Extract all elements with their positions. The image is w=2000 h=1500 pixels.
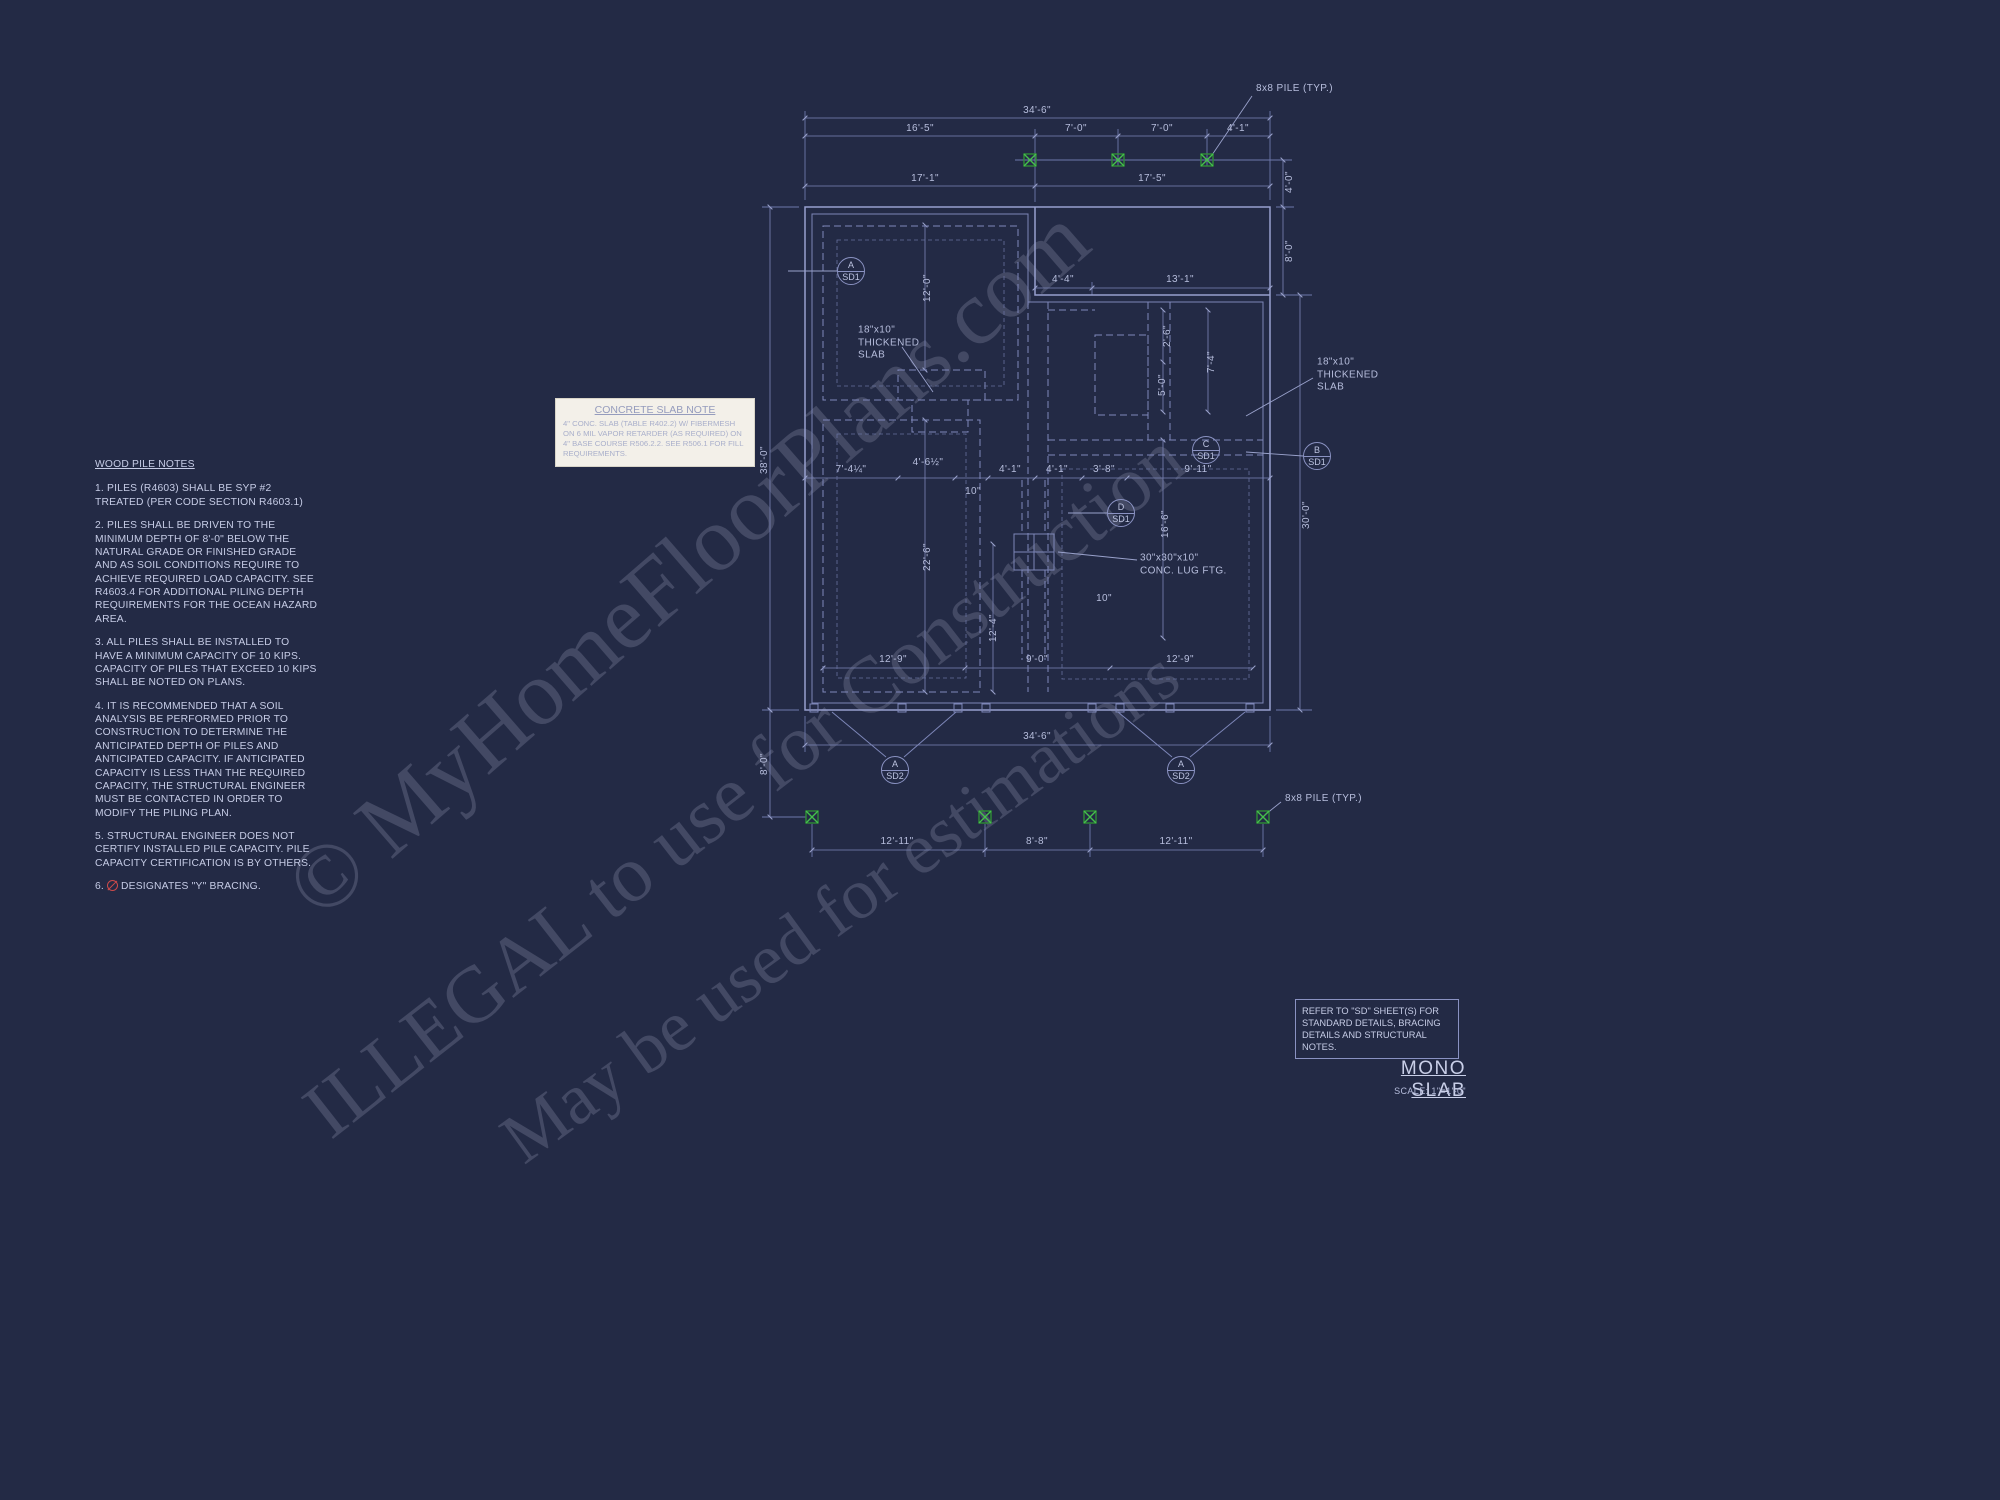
refer-note-box: REFER TO "SD" SHEET(S) FOR STANDARD DETA… [1295, 999, 1459, 1060]
dim-label: 4'-6½" [912, 456, 944, 468]
dim-label: 4'-1" [1046, 463, 1068, 475]
watermark-estimations: May be used for estimations [486, 634, 1194, 1179]
pile-symbol-icon [1111, 153, 1125, 167]
dim-label: 12'-0" [921, 274, 933, 302]
dim-label: 9'-11" [1184, 463, 1212, 475]
section-marker-letter: A [838, 258, 864, 272]
dim-label: 8'-0" [1283, 240, 1295, 262]
dim-label: 12'-11" [1159, 835, 1193, 847]
watermark-illegal: ILLEGAL to use for Construction [287, 414, 1201, 1155]
pile-symbol-icon [1023, 153, 1037, 167]
dim-label: 38'-0" [758, 446, 770, 474]
dim-label: 4'-0" [1283, 171, 1295, 193]
concrete-slab-note-title: CONCRETE SLAB NOTE [594, 404, 716, 416]
callout-label: 18"x10" THICKENED SLAB [858, 324, 920, 361]
dim-label: 12'-4" [987, 614, 999, 642]
section-marker-sheet: SD1 [1112, 513, 1130, 524]
dim-label: 17'-5" [1138, 172, 1166, 184]
section-marker-sheet: SD1 [842, 271, 860, 282]
dim-label: 12'-9" [1166, 653, 1194, 665]
dim-label: 13'-1" [1166, 273, 1194, 285]
pile-symbol-icon [1256, 810, 1270, 824]
wood-pile-note-6: 6. DESIGNATES "Y" BRACING. [95, 880, 319, 893]
sheet-scale: SCALE: 1"=1'-0" [1394, 1086, 1466, 1096]
wood-pile-notes-title: WOOD PILE NOTES [95, 459, 195, 470]
dim-label: 10" [965, 485, 981, 497]
dim-label: 10" [1096, 592, 1112, 604]
concrete-slab-note-body: 4" CONC. SLAB (TABLE R402.2) W/ FIBERMES… [563, 419, 744, 459]
dim-label: 22'-6" [921, 543, 933, 571]
dim-label: 5'-0" [1156, 374, 1168, 396]
section-marker-letter: A [1168, 757, 1194, 771]
dim-label: 8'-8" [1026, 835, 1048, 847]
dim-label: 8'-0" [758, 753, 770, 775]
dim-label: 9'-0" [1026, 653, 1048, 665]
section-marker-sheet: SD2 [886, 770, 904, 781]
pile-symbol-icon [1200, 153, 1214, 167]
dim-label: 30'-0" [1300, 501, 1312, 529]
dim-label: 4'-1" [999, 463, 1021, 475]
dim-label: 2'-6" [1161, 325, 1173, 347]
dim-label: 7'-0" [1151, 122, 1173, 134]
section-marker-letter: D [1108, 500, 1134, 514]
concrete-slab-note: CONCRETE SLAB NOTE 4" CONC. SLAB (TABLE … [556, 399, 754, 466]
callout-label: 30"x30"x10" CONC. LUG FTG. [1140, 552, 1227, 577]
section-marker-sheet: SD1 [1197, 450, 1215, 461]
section-marker-sheet: SD2 [1172, 770, 1190, 781]
wood-pile-note-2: 2. PILES SHALL BE DRIVEN TO THE MINIMUM … [95, 520, 318, 625]
dim-label: 17'-1" [911, 172, 939, 184]
dim-label: 16'-5" [906, 122, 934, 134]
section-marker-letter: C [1193, 437, 1219, 451]
wood-pile-note-5: 5. STRUCTURAL ENGINEER DOES NOT CERTIFY … [95, 831, 312, 869]
section-marker-sheet: SD1 [1308, 456, 1326, 467]
wood-pile-note-4: 4. IT IS RECOMMENDED THAT A SOIL ANALYSI… [95, 700, 306, 819]
note-6-number: 6. [95, 881, 104, 893]
dim-label: 3'-8" [1093, 463, 1115, 475]
section-marker-letter: B [1304, 443, 1330, 457]
wood-pile-notes: WOOD PILE NOTES 1. PILES (R4603) SHALL B… [95, 458, 319, 904]
callout-label: 8x8 PILE (TYP.) [1256, 82, 1333, 94]
watermark-copyright: © MyHomeFloorPlans.com [266, 186, 1108, 937]
pile-symbol-icon [805, 810, 819, 824]
wood-pile-note-1: 1. PILES (R4603) SHALL BE SYP #2 TREATED… [95, 483, 304, 508]
dim-label: 7'-0" [1065, 122, 1087, 134]
sheet-title: MONO SLAB [1400, 1058, 1466, 1101]
dim-label: 12'-11" [880, 835, 914, 847]
callout-label: 18"x10" THICKENED SLAB [1317, 356, 1379, 393]
pile-symbol-icon [978, 810, 992, 824]
dim-label: 34'-6" [1023, 730, 1051, 742]
section-marker-letter: A [882, 757, 908, 771]
dim-label: 12'-9" [879, 653, 907, 665]
dim-label: 4'-1" [1227, 122, 1249, 134]
pile-symbol-icon [1083, 810, 1097, 824]
note-6-text: DESIGNATES "Y" BRACING. [121, 881, 261, 893]
dim-label: 34'-6" [1023, 104, 1051, 116]
dim-label: 4'-4" [1052, 273, 1074, 285]
dim-label: 7'-4¼" [835, 463, 867, 475]
dim-label: 7'-4" [1205, 351, 1217, 373]
callout-label: 8x8 PILE (TYP.) [1285, 792, 1362, 804]
wood-pile-note-3: 3. ALL PILES SHALL BE INSTALLED TO HAVE … [95, 637, 317, 689]
y-bracing-symbol-icon [107, 880, 118, 892]
dim-label: 16'-6" [1159, 510, 1171, 538]
